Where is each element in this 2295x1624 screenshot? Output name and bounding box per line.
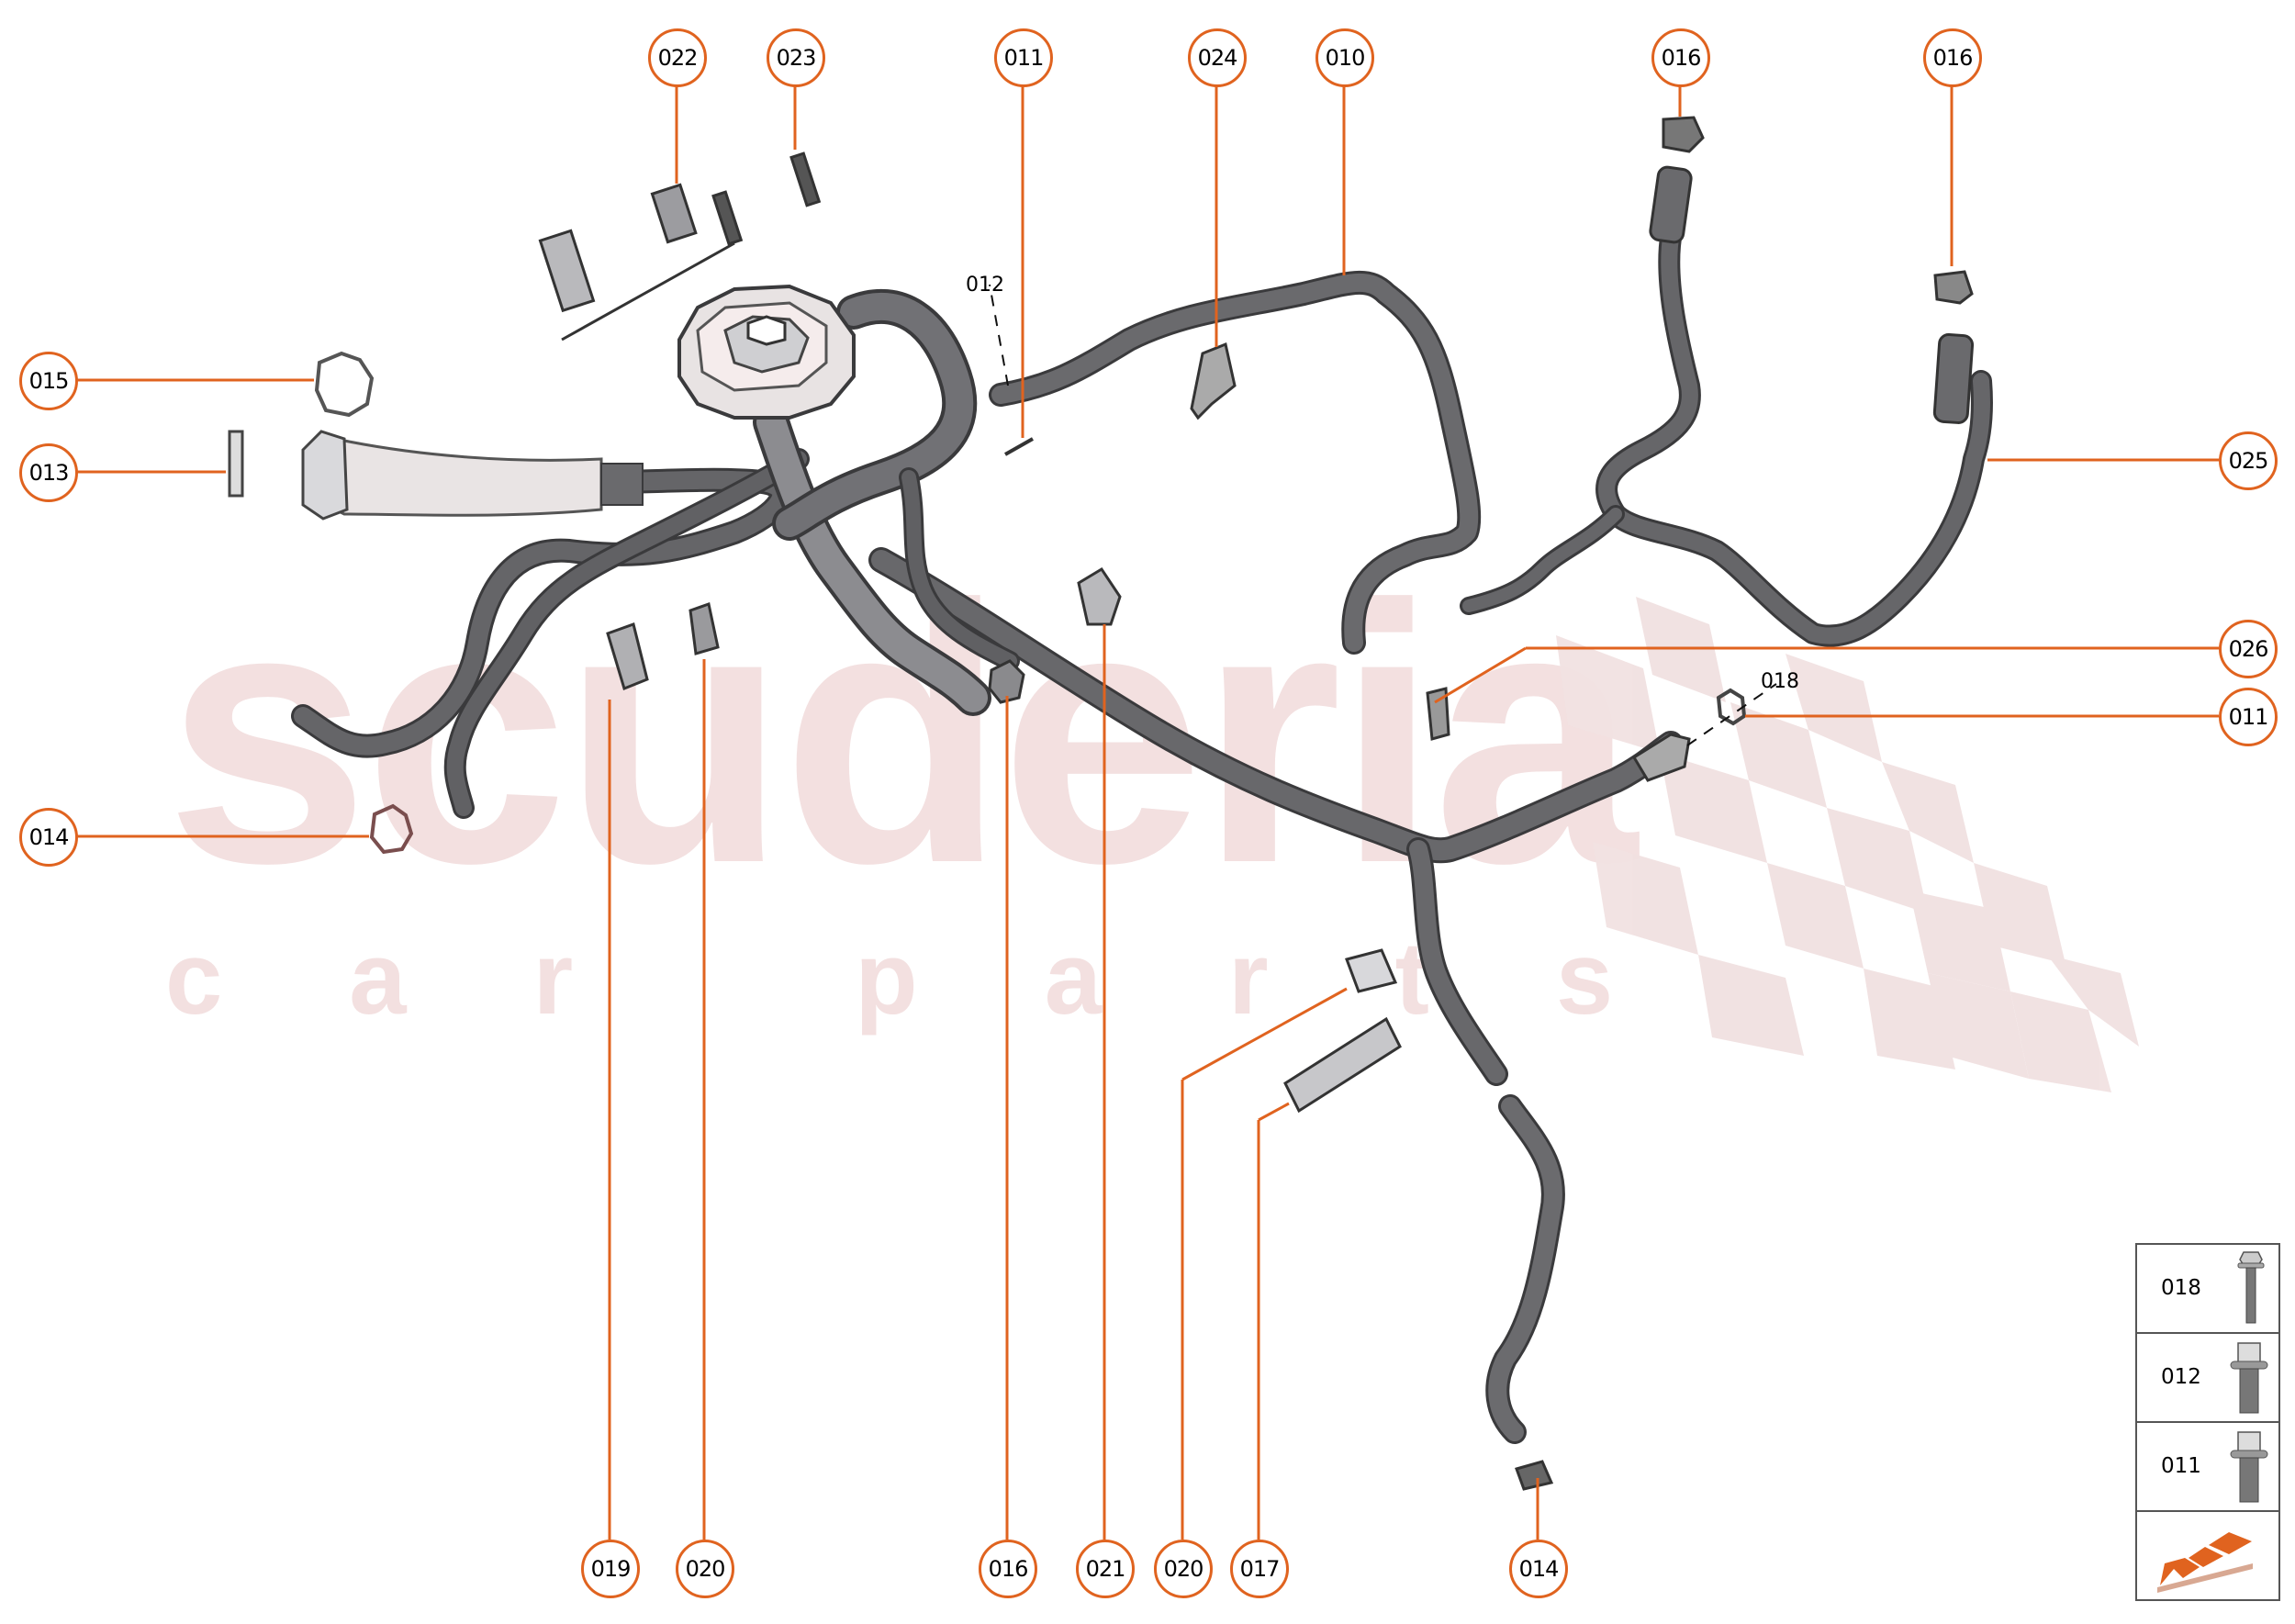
- legend-label: 018: [2161, 1276, 2201, 1300]
- flange-bolt-icon: [2230, 1342, 2268, 1414]
- direction-arrow-icon: [2157, 1532, 2253, 1593]
- callout-011[interactable]: 011: [2219, 688, 2278, 746]
- legend-row-orientation: [2137, 1512, 2278, 1599]
- flange-bolt-icon: [2230, 1431, 2268, 1503]
- callout-022[interactable]: 022: [648, 28, 707, 87]
- callout-019[interactable]: 019: [581, 1540, 640, 1598]
- legend-label: 011: [2161, 1454, 2201, 1478]
- small-parts: [228, 116, 1975, 1491]
- legend-row-018[interactable]: 018: [2137, 1245, 2278, 1334]
- callout-017[interactable]: 017: [1230, 1540, 1289, 1598]
- callout-015[interactable]: 015: [19, 352, 78, 410]
- long-flange-bolt-icon: [2237, 1251, 2265, 1324]
- clip-019: [606, 622, 649, 691]
- fastener-legend: 018 012 011: [2135, 1243, 2280, 1601]
- inline-label-012: 012: [966, 274, 1004, 297]
- clamp-016-top-b: [1933, 270, 1974, 305]
- clamp-016-top-a: [1662, 116, 1705, 153]
- callout-021[interactable]: 021: [1076, 1540, 1135, 1598]
- clip-021: [1077, 566, 1122, 626]
- callout-024[interactable]: 024: [1188, 28, 1247, 87]
- callout-010[interactable]: 010: [1315, 28, 1374, 87]
- callout-014[interactable]: 014: [1509, 1540, 1568, 1598]
- clip-023: [789, 151, 822, 207]
- callout-020[interactable]: 020: [676, 1540, 734, 1598]
- clip-024: [1190, 342, 1237, 420]
- callout-016[interactable]: 016: [1651, 28, 1710, 87]
- clip-020b: [1345, 948, 1398, 993]
- callout-011[interactable]: 011: [994, 28, 1053, 87]
- checkered-flag-watermark: [1556, 597, 2139, 1092]
- clip-022a: [538, 229, 596, 313]
- hose-end-016a: [1649, 165, 1693, 244]
- callout-016[interactable]: 016: [979, 1540, 1037, 1598]
- clamp-014-lower: [1515, 1460, 1554, 1491]
- legend-row-011[interactable]: 011: [2137, 1423, 2278, 1512]
- callout-020[interactable]: 020: [1154, 1540, 1213, 1598]
- hose-end-016b: [1932, 333, 1975, 424]
- hose-010: [989, 270, 1482, 655]
- clip-023b: [711, 190, 744, 246]
- nut-018: [1716, 688, 1747, 726]
- callout-016[interactable]: 016: [1923, 28, 1982, 87]
- connector-end: [1631, 733, 1691, 782]
- ring-013: [228, 430, 244, 498]
- clip-026: [1426, 687, 1450, 741]
- expansion-tank: [677, 284, 856, 420]
- clip-020a: [688, 602, 720, 655]
- legend-row-012[interactable]: 012: [2137, 1334, 2278, 1423]
- callout-023[interactable]: 023: [767, 28, 825, 87]
- leader-lines: [76, 85, 2219, 1540]
- hose-assembly: [291, 217, 1994, 1444]
- clamp-015: [314, 351, 375, 418]
- clip-017: [1283, 1016, 1402, 1114]
- metal-pipe: [301, 430, 644, 521]
- clip-022b: [650, 183, 698, 244]
- inline-label-018: 018: [1761, 670, 1799, 693]
- legend-label: 012: [2161, 1365, 2201, 1389]
- callout-014[interactable]: 014: [19, 808, 78, 867]
- clamp-016-lower: [988, 659, 1025, 704]
- clamp-014-left: [369, 803, 414, 855]
- callout-025[interactable]: 025: [2219, 431, 2278, 490]
- callout-026[interactable]: 026: [2219, 620, 2278, 678]
- callout-013[interactable]: 013: [19, 443, 78, 502]
